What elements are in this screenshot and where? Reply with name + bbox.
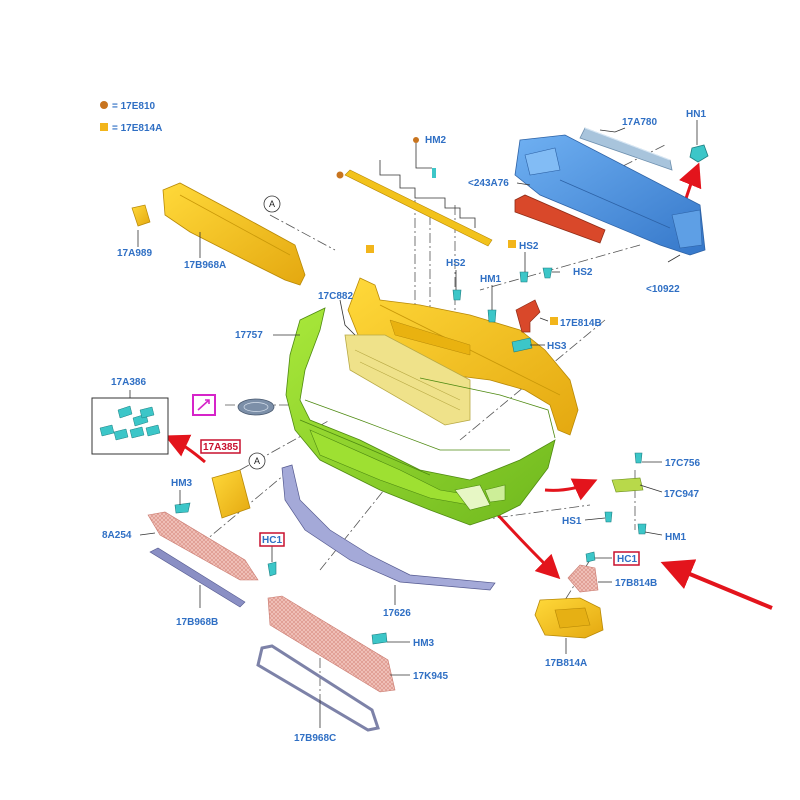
legend: = 17E810 = 17E814A xyxy=(100,101,162,134)
part-17626-lower-lip xyxy=(281,464,496,591)
label-17A989: 17A989 xyxy=(117,248,152,259)
ref-circle-a-top-label: A xyxy=(269,199,275,209)
label-HS3: HS3 xyxy=(547,341,567,352)
label-10922: <10922 xyxy=(646,284,680,295)
part-17A989 xyxy=(131,204,151,227)
part-17A385 xyxy=(211,469,251,519)
label-HC1-a-box: HC1 xyxy=(259,532,285,547)
label-HM3-a: HM3 xyxy=(171,478,193,489)
part-labels: 17A780 HN1 <243A76 <10922 HM2 17A989 17B… xyxy=(102,109,706,744)
label-17C947: 17C947 xyxy=(664,489,699,500)
part-HM3-left xyxy=(174,502,191,514)
label-HC1-a: HC1 xyxy=(262,535,282,546)
label-17K945: 17K945 xyxy=(413,671,448,682)
emblem-callout-icon xyxy=(192,394,216,416)
part-243A76-absorber xyxy=(514,194,606,244)
label-17B814B: 17B814B xyxy=(615,578,657,589)
part-17B968A xyxy=(162,182,306,286)
part-HN1 xyxy=(689,144,709,163)
ford-emblem xyxy=(237,398,275,416)
label-HS2-c: HS2 xyxy=(573,267,593,278)
part-17B814A-bezel xyxy=(534,597,604,639)
label-17C756: 17C756 xyxy=(665,458,700,469)
label-17A386: 17A386 xyxy=(111,377,146,388)
part-17C882 xyxy=(344,334,471,426)
label-HS2-a: HS2 xyxy=(446,258,466,269)
part-17B968B xyxy=(149,547,246,608)
label-HM1-a: HM1 xyxy=(480,274,502,285)
part-HS3 xyxy=(511,337,533,353)
ref-circle-a-mid-label: A xyxy=(254,456,260,466)
part-HM2-strip xyxy=(336,137,493,247)
label-17A780: 17A780 xyxy=(622,117,657,128)
ref-circle-a-mid: A xyxy=(248,452,266,470)
label-HS2-b: HS2 xyxy=(519,241,539,252)
label-HN1: HN1 xyxy=(686,109,706,120)
legend-circle-label: = 17E810 xyxy=(112,101,156,112)
part-17757-bumper-cover xyxy=(285,307,556,526)
label-17A385-box: 17A385 xyxy=(200,439,241,454)
label-8A254: 8A254 xyxy=(102,530,132,541)
label-243A76: <243A76 xyxy=(468,178,509,189)
label-HS1: HS1 xyxy=(562,516,582,527)
legend-circle-icon xyxy=(100,101,108,109)
part-17A386-clip-kit xyxy=(91,397,169,455)
leader-lines xyxy=(129,120,698,728)
label-17A385: 17A385 xyxy=(203,442,238,453)
label-17B814A: 17B814A xyxy=(545,658,587,669)
label-HM2: HM2 xyxy=(425,135,447,146)
ref-circle-a-top: A xyxy=(263,195,281,213)
part-HC1-left xyxy=(267,561,277,577)
label-HC1-b: HC1 xyxy=(617,554,637,565)
part-17C756-17C947-group xyxy=(604,452,647,535)
label-17E814B: 17E814B xyxy=(560,318,602,329)
legend-square-icon xyxy=(100,123,108,131)
part-upper-bracket xyxy=(347,245,579,436)
part-HS2-clips xyxy=(452,240,553,323)
legend-square-label: = 17E814A xyxy=(112,123,162,134)
label-17626: 17626 xyxy=(383,608,411,619)
label-HC1-b-box: HC1 xyxy=(613,551,640,566)
part-17A780 xyxy=(579,127,673,171)
part-17K945-lower-mesh xyxy=(267,595,396,693)
part-10922-bumper-beam xyxy=(514,134,706,256)
arrow-to-HC1 xyxy=(660,559,773,610)
label-17B968A: 17B968A xyxy=(184,260,226,271)
part-HM3-center xyxy=(371,632,388,645)
label-17B968C: 17B968C xyxy=(294,733,336,744)
part-17B968C-frame xyxy=(256,644,380,732)
label-HM1-b: HM1 xyxy=(665,532,687,543)
label-17B968B: 17B968B xyxy=(176,617,218,628)
part-17B814B xyxy=(567,551,599,593)
label-17757: 17757 xyxy=(235,330,263,341)
part-8A254-grille-mesh xyxy=(147,511,259,581)
arrow-to-fasteners xyxy=(544,478,598,501)
arrow-to-17A386 xyxy=(164,434,206,464)
label-17C882: 17C882 xyxy=(318,291,353,302)
label-HM3-b: HM3 xyxy=(413,638,435,649)
part-17E814B-red xyxy=(515,299,558,333)
